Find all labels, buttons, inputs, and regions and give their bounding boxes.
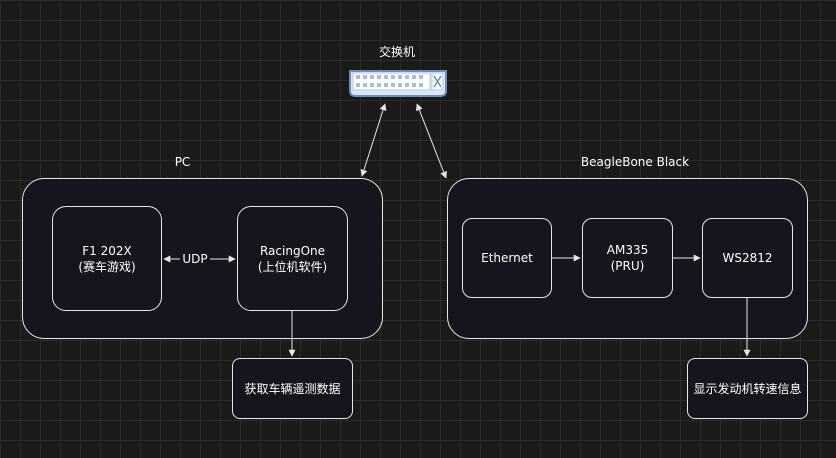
f1-game-node[interactable]: F1 202X (赛车游戏) [52,206,162,311]
network-switch-icon[interactable] [347,67,449,99]
ws2812-node[interactable]: WS2812 [702,218,793,298]
beaglebone-group-label: BeagleBone Black [580,155,690,169]
switch-pc-link [360,103,387,177]
pc-group-label: PC [174,155,191,169]
udp-edge-label: UDP [182,252,208,266]
switch-label: 交换机 [378,45,415,59]
switch-bbb-link [416,103,447,179]
racing-one-node[interactable]: RacingOne (上位机软件) [237,206,348,311]
rpm-display-node[interactable]: 显示发动机转速信息 [687,358,808,419]
am335-node[interactable]: AM335 (PRU) [582,218,673,298]
ethernet-node[interactable]: Ethernet [462,218,552,298]
telemetry-node[interactable]: 获取车辆遥测数据 [232,358,353,419]
